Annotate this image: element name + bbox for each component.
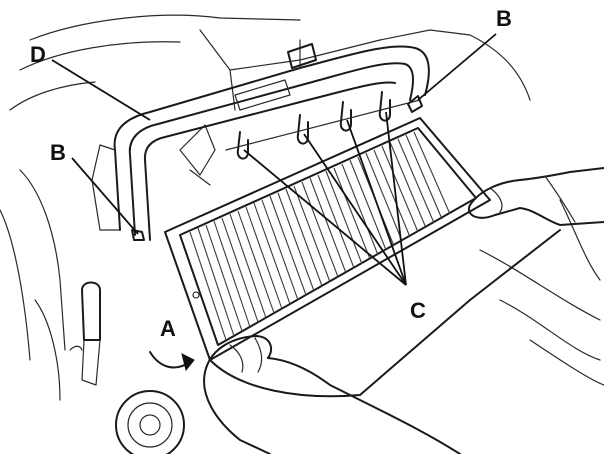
label-b-left: B <box>50 140 66 165</box>
label-b-top: B <box>496 6 512 31</box>
label-d: D <box>30 42 46 67</box>
right-hand <box>209 167 604 398</box>
left-hand <box>203 335 461 454</box>
retaining-hooks <box>225 91 421 160</box>
leader-b-left <box>71 157 139 235</box>
glovebox-frame <box>91 39 430 241</box>
rotation-arrow <box>149 351 195 372</box>
lever-handle <box>69 281 101 386</box>
leader-d <box>51 59 151 121</box>
leader-c-3 <box>346 119 407 286</box>
leader-c-2 <box>303 133 407 286</box>
leader-b-top <box>417 33 497 101</box>
clip-b-right <box>407 95 423 113</box>
label-a: A <box>160 316 176 341</box>
label-c: C <box>410 298 426 323</box>
leader-c-4 <box>385 111 407 286</box>
leader-lines <box>51 33 497 286</box>
leader-c-1 <box>243 149 407 286</box>
round-knob <box>115 390 185 454</box>
filter-pleats <box>189 131 451 341</box>
dashboard-housing <box>0 14 604 401</box>
clip-b-left <box>131 229 145 241</box>
